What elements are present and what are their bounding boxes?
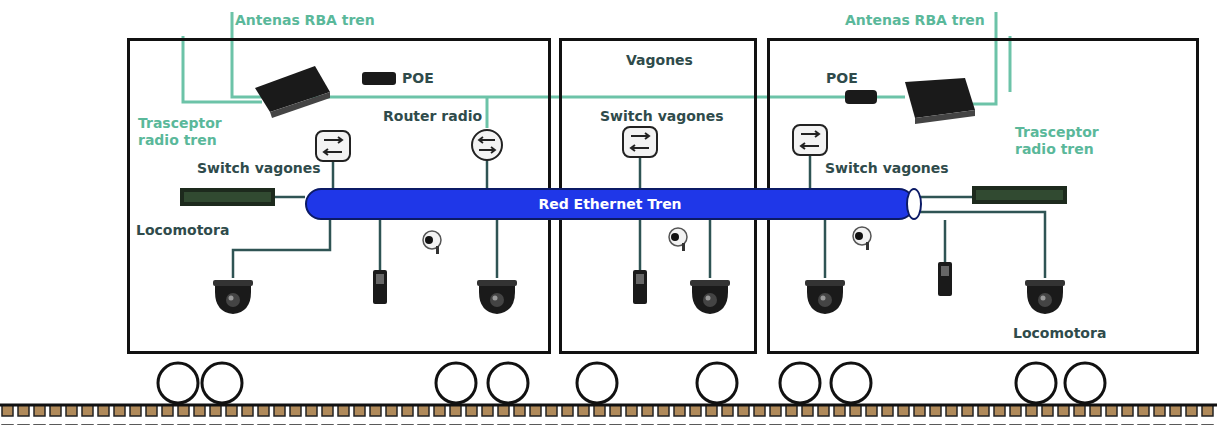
part-label: POE [826,70,858,87]
car-label: Locomotora [136,222,229,239]
part-label: Switch vagones [600,108,724,125]
part-label: Switch vagones [197,160,321,177]
part-label: Switch vagones [825,160,949,177]
part-label: Trasceptor radio tren [138,115,234,149]
part-label: Trasceptor radio tren [1015,124,1111,158]
part-label: Antenas RBA tren [235,12,375,29]
part-label: Router radio [383,108,482,125]
bus-label: Red Ethernet Tren [538,196,681,212]
part-label: Antenas RBA tren [845,12,985,29]
car-label: Locomotora [1013,325,1106,342]
ethernet-bus: Red Ethernet Tren [305,188,915,220]
bus-end [906,188,922,220]
part-label: POE [402,70,434,87]
car-label: Vagones [626,52,693,69]
